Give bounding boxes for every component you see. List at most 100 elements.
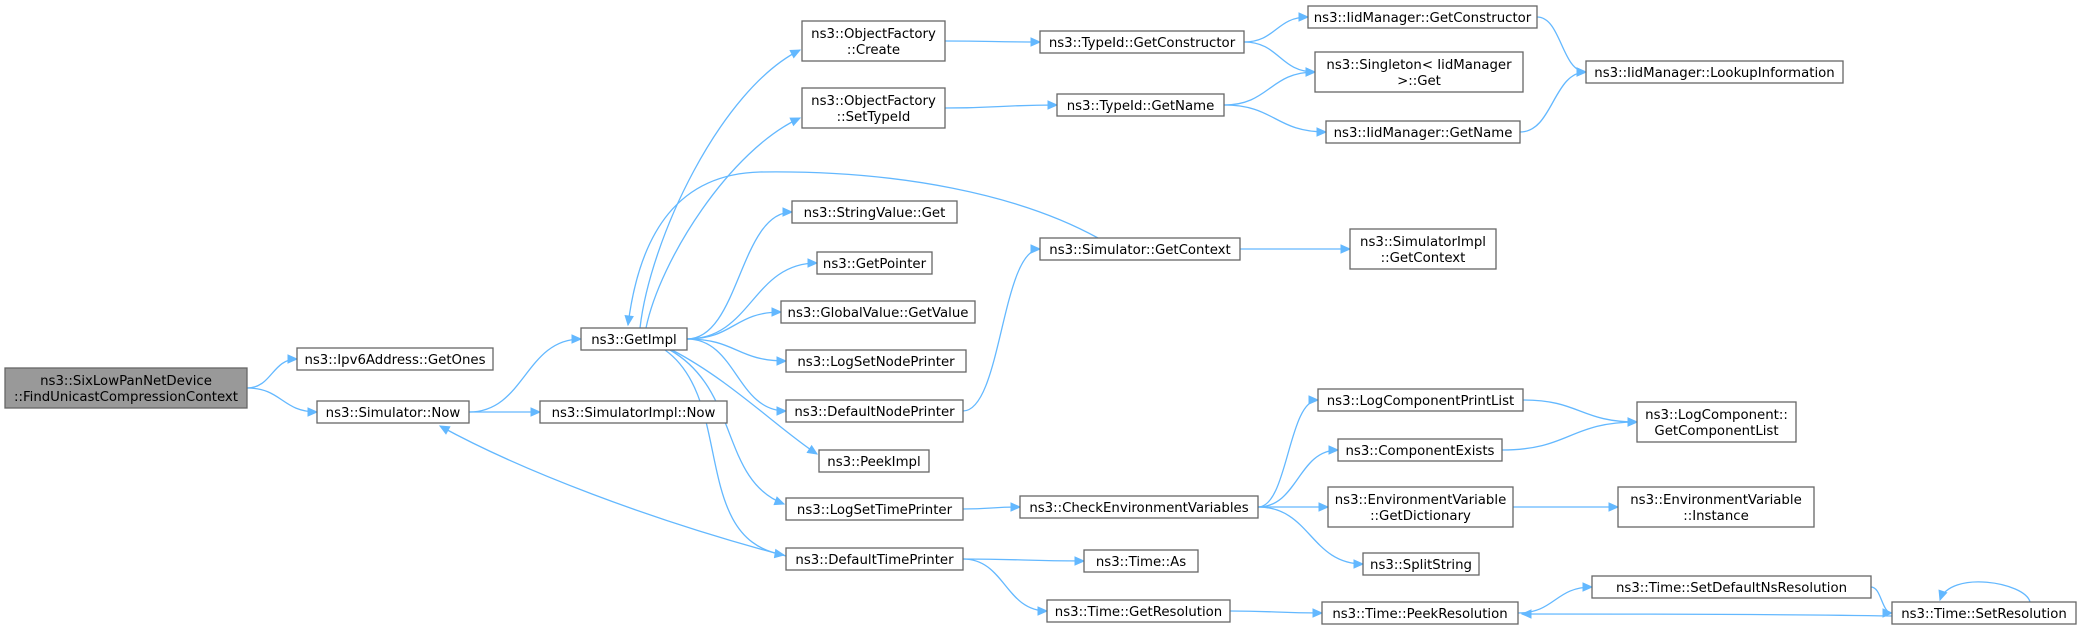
node-def-time-printer[interactable]: ns3::DefaultTimePrinter [785, 547, 964, 571]
edge-def-node-printer-to-sim-get-context [962, 244, 1042, 412]
edge-comp-exists-to-log-comp-get-list [1501, 417, 1639, 451]
node-log-comp-print-list[interactable]: ns3::LogComponentPrintList [1317, 388, 1524, 412]
node-label: ns3::LogSetNodePrinter [797, 355, 955, 370]
node-label: ns3::Simulator::GetContext [1049, 243, 1230, 258]
node-peek-impl[interactable]: ns3::PeekImpl [818, 449, 930, 473]
node-iid-get-ctor[interactable]: ns3::IidManager::GetConstructor [1307, 5, 1538, 29]
node-label: ::GetContext [1381, 251, 1466, 266]
node-label: GetComponentList [1654, 424, 1778, 439]
edge-get-impl-to-gv-get-value [686, 307, 783, 340]
edge-tid-get-name-to-singleton-get [1223, 67, 1317, 106]
node-label: ns3::Ipv6Address::GetOnes [304, 353, 485, 368]
node-label: ns3::GetImpl [591, 333, 676, 348]
node-label: ns3::LogComponent:: [1645, 408, 1788, 423]
node-label: ns3::SplitString [1370, 558, 1472, 573]
node-label: ns3::DefaultTimePrinter [795, 553, 954, 568]
node-time-set-res[interactable]: ns3::Time::SetResolution [1891, 601, 2077, 625]
node-label: ns3::SimulatorImpl::Now [552, 406, 716, 421]
node-label: ::FindUnicastCompressionContext [14, 390, 238, 405]
node-tid-get-ctor[interactable]: ns3::TypeId::GetConstructor [1039, 30, 1245, 54]
node-label: ns3::Time::GetResolution [1055, 605, 1222, 620]
node-label: ns3::LogComponentPrintList [1327, 394, 1515, 409]
edge-check-env-to-comp-exists [1257, 445, 1340, 508]
node-label: ns3::TypeId::GetName [1067, 99, 1215, 114]
node-env-get-dict[interactable]: ns3::EnvironmentVariable::GetDictionary [1327, 486, 1514, 528]
edge-iid-get-ctor-to-iid-lookup [1536, 16, 1588, 77]
edge-time-peek-res-to-time-set-def-ns [1517, 582, 1594, 614]
node-label: ns3::Time::As [1096, 555, 1186, 570]
node-sim-now[interactable]: ns3::Simulator::Now [316, 400, 470, 424]
edge-tid-get-ctor-to-singleton-get [1243, 41, 1317, 77]
call-graph-nodes: ns3::SixLowPanNetDevice::FindUnicastComp… [4, 5, 2077, 625]
node-env-instance[interactable]: ns3::EnvironmentVariable::Instance [1617, 486, 1815, 528]
node-get-ones[interactable]: ns3::Ipv6Address::GetOnes [296, 347, 494, 371]
edge-env-get-dict-to-env-instance [1512, 502, 1620, 512]
node-label: ns3::IidManager::GetConstructor [1314, 11, 1532, 26]
node-check-env[interactable]: ns3::CheckEnvironmentVariables [1019, 495, 1259, 519]
edge-check-env-to-log-comp-print-list [1257, 395, 1320, 508]
edge-of-create-to-tid-get-ctor [944, 37, 1042, 47]
node-get-impl[interactable]: ns3::GetImpl [580, 327, 688, 351]
edge-iid-get-name-to-iid-lookup [1519, 67, 1588, 133]
edge-tid-get-name-to-iid-get-name [1223, 104, 1328, 137]
edge-get-impl-to-str-get [686, 207, 794, 340]
node-label: ns3::ComponentExists [1345, 444, 1494, 459]
edge-root-to-sim-now [246, 387, 319, 417]
node-label: ns3::DefaultNodePrinter [794, 405, 955, 420]
node-split-string[interactable]: ns3::SplitString [1362, 552, 1480, 576]
node-def-node-printer[interactable]: ns3::DefaultNodePrinter [785, 399, 964, 423]
node-time-as[interactable]: ns3::Time::As [1083, 549, 1199, 573]
node-label: ns3::EnvironmentVariable [1335, 493, 1507, 508]
node-log-set-time[interactable]: ns3::LogSetTimePrinter [785, 497, 964, 521]
node-of-create[interactable]: ns3::ObjectFactory::Create [801, 20, 946, 62]
node-label: >::Get [1397, 74, 1441, 89]
node-label: ns3::SixLowPanNetDevice [40, 374, 212, 389]
node-label: ns3::SimulatorImpl [1360, 235, 1486, 250]
edge-time-get-res-to-time-peek-res [1229, 608, 1324, 618]
node-iid-lookup[interactable]: ns3::IidManager::LookupInformation [1585, 60, 1844, 84]
node-singleton-get[interactable]: ns3::Singleton< IidManager>::Get [1314, 51, 1524, 93]
node-of-set-type-id[interactable]: ns3::ObjectFactory::SetTypeId [801, 87, 946, 129]
edge-sim-now-to-get-impl [468, 334, 583, 413]
call-graph-edges [246, 12, 2031, 619]
node-gv-get-value[interactable]: ns3::GlobalValue::GetValue [780, 300, 976, 324]
node-label: ns3::EnvironmentVariable [1630, 493, 1802, 508]
node-get-pointer[interactable]: ns3::GetPointer [816, 251, 933, 275]
node-label: ns3::Time::SetResolution [1901, 607, 2067, 622]
node-time-get-res[interactable]: ns3::Time::GetResolution [1046, 599, 1231, 623]
edge-get-impl-to-log-set-node [686, 338, 788, 366]
node-time-set-def-ns[interactable]: ns3::Time::SetDefaultNsResolution [1591, 575, 1872, 599]
node-time-peek-res[interactable]: ns3::Time::PeekResolution [1321, 601, 1519, 625]
node-label: ns3::Time::PeekResolution [1332, 607, 1507, 622]
node-label: ns3::GlobalValue::GetValue [788, 306, 969, 321]
node-str-get[interactable]: ns3::StringValue::Get [791, 200, 958, 224]
node-label: ns3::ObjectFactory [811, 94, 936, 109]
node-label: ns3::IidManager::GetName [1334, 126, 1513, 141]
node-label: ns3::TypeId::GetConstructor [1049, 36, 1236, 51]
node-iid-get-name[interactable]: ns3::IidManager::GetName [1325, 120, 1521, 144]
node-label: ::SetTypeId [837, 110, 911, 125]
edge-log-set-time-to-check-env [962, 502, 1022, 512]
edge-get-impl-to-log-set-time [669, 349, 786, 506]
node-impl-get-context[interactable]: ns3::SimulatorImpl::GetContext [1349, 228, 1497, 270]
edge-time-set-def-ns-to-time-set-res [1870, 586, 1894, 618]
edge-sim-now-to-impl-now [469, 407, 542, 417]
node-log-comp-get-list[interactable]: ns3::LogComponent::GetComponentList [1636, 401, 1797, 443]
node-impl-now[interactable]: ns3::SimulatorImpl::Now [539, 400, 728, 424]
edge-def-time-printer-to-sim-now [438, 425, 787, 557]
node-sim-get-context[interactable]: ns3::Simulator::GetContext [1039, 237, 1241, 261]
node-tid-get-name[interactable]: ns3::TypeId::GetName [1056, 93, 1225, 117]
node-comp-exists[interactable]: ns3::ComponentExists [1337, 438, 1503, 462]
edge-get-impl-to-peek-impl [671, 349, 819, 455]
edge-time-set-res-to-time-set-res [1938, 581, 2031, 603]
node-label: ::Instance [1683, 509, 1749, 524]
node-root[interactable]: ns3::SixLowPanNetDevice::FindUnicastComp… [4, 367, 248, 409]
edge-time-set-res-to-time-peek-res [1520, 609, 1893, 619]
edge-sim-get-context-to-impl-get-context [1240, 244, 1352, 254]
edge-get-impl-to-get-pointer [686, 258, 819, 340]
edge-get-impl-to-def-node-printer [686, 338, 788, 416]
node-label: ns3::Simulator::Now [326, 406, 461, 421]
node-label: ns3::Singleton< IidManager [1326, 58, 1512, 73]
node-log-set-node[interactable]: ns3::LogSetNodePrinter [785, 349, 967, 373]
